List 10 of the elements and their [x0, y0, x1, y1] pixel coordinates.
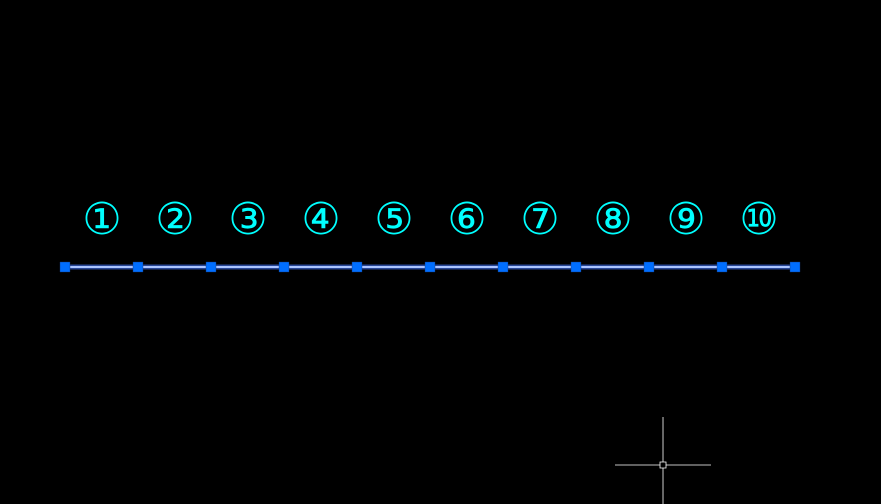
callout-number: ⑥	[450, 202, 484, 234]
callout-number: ④	[304, 202, 338, 234]
callout-number: ⑤	[378, 202, 410, 234]
callout-number: ⑨	[670, 202, 702, 234]
callout-number: ②	[158, 202, 192, 234]
callout-number: ⑩	[742, 202, 776, 234]
callout-number: ⑧	[596, 202, 630, 234]
callout-number: ①	[86, 202, 118, 234]
callout-number: ⑦	[524, 202, 556, 234]
callout-number: ③	[232, 202, 264, 234]
